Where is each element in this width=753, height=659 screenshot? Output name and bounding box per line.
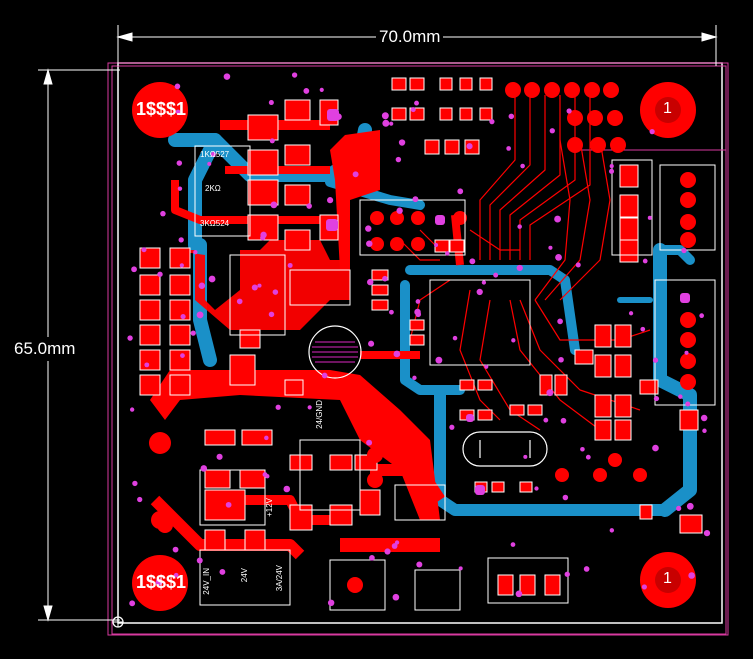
rail-label: +12V (265, 498, 274, 517)
height-dimension-label: 65.0mm (14, 337, 76, 361)
resistor-label-3: 3KΩ524 (200, 219, 230, 228)
mounting-hole-bottom-right[interactable] (640, 552, 696, 608)
mounting-hole-top-right[interactable] (640, 82, 696, 138)
resistor-label-2: 2KΩ (205, 184, 221, 193)
connector-left[interactable] (139, 247, 191, 396)
mounting-hole-top-left-label: 1$$$1 (136, 99, 187, 119)
through-hole-pads[interactable] (149, 82, 696, 593)
crystal-outline (462, 431, 548, 467)
power-input-label: 24V_IN (202, 568, 211, 595)
smd-pads (204, 77, 703, 596)
silkscreen-outlines (194, 145, 716, 611)
mounting-hole-bottom-left-label: 1$$$1 (136, 572, 187, 592)
output-label: 24/GND (315, 400, 324, 429)
origin-marker-icon (112, 616, 124, 628)
board-outline (107, 62, 729, 636)
mounting-hole-bottom-right-label: 1 (663, 570, 672, 587)
mounting-hole-top-left[interactable] (132, 82, 188, 138)
capacitor-outline (308, 325, 362, 379)
resistor-label-1: 1KΩ527 (200, 150, 230, 159)
width-dimension-label: 70.0mm (376, 27, 444, 47)
mounting-hole-top-right-label: 1 (663, 100, 672, 117)
voltage-label: 24V (240, 568, 249, 583)
current-label: 3A/24V (275, 565, 284, 592)
vias (127, 72, 711, 607)
